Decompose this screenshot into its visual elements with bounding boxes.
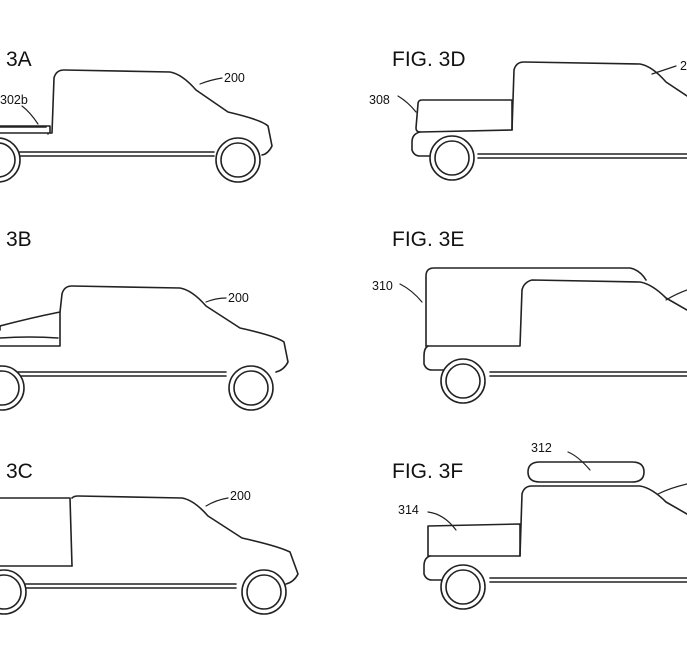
ref-200-3b: 200 xyxy=(228,291,249,305)
figure-3b: 3B 200 xyxy=(0,228,289,411)
bed-cap-308 xyxy=(415,99,513,133)
figure-3e-label: FIG. 3E xyxy=(392,228,464,251)
figure-3b-label: 3B xyxy=(6,228,32,251)
figure-3e: FIG. 3E 310 xyxy=(372,228,687,404)
vehicle-3f xyxy=(423,461,687,610)
ref-200-3c: 200 xyxy=(230,489,251,503)
ref-312: 312 xyxy=(531,441,552,455)
figure-3d: FIG. 3D 2 308 xyxy=(369,48,687,181)
ref-302b: 302b xyxy=(0,93,28,107)
figure-3c-label: 3C xyxy=(6,460,33,483)
figure-3f: FIG. 3F 312 314 xyxy=(392,441,687,610)
ref-310: 310 xyxy=(372,279,393,293)
bed-cap-310 xyxy=(425,267,647,347)
bed-cover xyxy=(0,336,59,339)
ref-314: 314 xyxy=(398,503,419,517)
ref-200-3a: 200 xyxy=(224,71,245,85)
ref-308: 308 xyxy=(369,93,390,107)
ref-vehicle-3d: 2 xyxy=(680,59,687,73)
figure-3a: 3A 200 302b xyxy=(0,48,273,183)
vehicle-3e xyxy=(423,267,687,404)
figure-3d-label: FIG. 3D xyxy=(392,48,466,71)
roof-box-312 xyxy=(527,461,645,483)
figure-3c: 3C 200 xyxy=(0,460,299,615)
vehicle-3c xyxy=(0,495,299,615)
figure-3f-label: FIG. 3F xyxy=(392,460,463,483)
vehicle-3d xyxy=(411,61,687,181)
bed-component-302b xyxy=(0,125,51,134)
bed-box-314 xyxy=(427,523,521,557)
figure-3a-label: 3A xyxy=(6,48,32,71)
vehicle-3b xyxy=(0,285,289,411)
vehicle-3a xyxy=(0,69,273,183)
